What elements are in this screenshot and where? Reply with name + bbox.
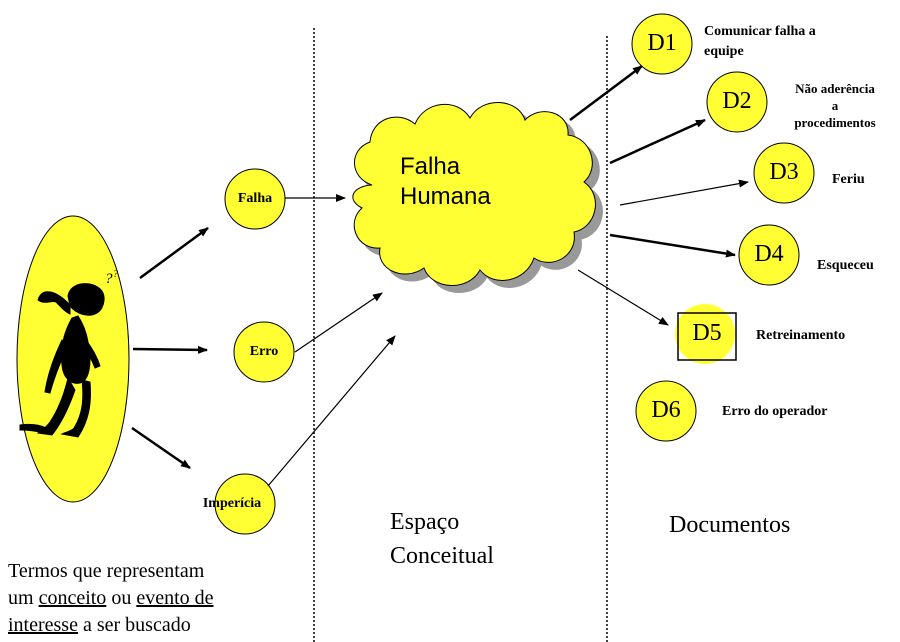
arrow-person-impericia [131,426,191,470]
doc-label-d1: Comunicar falha a equipe [704,22,816,62]
space-label: Espaço Conceitual [390,505,494,573]
cloud-label: Falha Humana [400,152,491,212]
term-label-falha: Falha [237,191,273,206]
doc-label-d1-line2: equipe [704,44,744,59]
doc-label-d5: Retreinamento [756,328,846,343]
arrow-cloud-d1 [569,65,643,121]
arrow-person-falha [139,226,209,280]
term-label-impericia: Imperícia [202,496,262,511]
doc-id-d2: D2 [722,88,752,114]
doc-label-d2-line1: Não aderência [795,81,875,96]
falha-humana-cloud [352,102,596,286]
term-circle-erro [233,321,295,383]
arrow-cloud-d5 [577,269,669,326]
doc-id-d6: D6 [651,397,681,423]
caption-line1: Termos que representam [8,560,205,582]
question-mark-icon: ? [105,271,113,287]
term-circle-impericia [214,473,276,535]
doc-label-d2: Não aderência a procedimentos [770,80,900,131]
term-circle-falha [224,168,286,230]
caption-line3: interesse a ser buscado [8,612,214,639]
doc-label-d2-line3: procedimentos [794,115,876,130]
cloud-label-line1: Falha [400,153,461,180]
thinking-person-icon [19,283,105,438]
doc-circle-d2 [706,71,768,133]
space-label-line1: Espaço [390,509,460,535]
arrow-erro-cloud [294,292,383,353]
doc-box-d5 [677,312,737,361]
caption-conceito: conceito [38,587,107,609]
caption-um: um [8,587,34,609]
documents-label: Documentos [669,512,791,538]
doc-id-d4: D4 [754,241,784,267]
caption-evento: evento de [136,587,214,609]
arrow-impericia-cloud [267,335,396,487]
term-label-erro: Erro [249,344,279,359]
caption-line2: um conceito ou evento de [8,585,214,612]
doc-id-d5: D5 [692,320,722,346]
caption: Termos que representam um conceito ou ev… [8,558,214,639]
doc-id-d3: D3 [769,159,799,185]
doc-circle-d5 [675,304,735,364]
doc-label-d1-line1: Comunicar falha a [704,24,816,39]
doc-label-d4: Esqueceu [817,258,874,273]
doc-circle-d6 [635,380,697,442]
caption-interesse: interesse [8,614,78,636]
question-mark-icon-small: ? [113,269,118,280]
arrow-cloud-d2 [609,118,706,165]
arrow-cloud-d3 [619,179,749,206]
arrow-cloud-d4 [609,233,736,258]
space-label-line2: Conceitual [390,543,494,569]
doc-id-d1: D1 [647,30,677,56]
doc-circle-d4 [738,224,800,286]
caption-ou: ou [111,587,132,609]
doc-label-d6: Erro do operador [722,404,828,419]
doc-label-d2-line2: a [831,98,839,113]
doc-circle-d1 [631,13,693,75]
caption-rest: a ser buscado [82,614,191,636]
cloud-label-line2: Humana [400,183,491,210]
doc-circle-d3 [753,142,815,204]
doc-label-d3: Feriu [832,172,865,187]
arrow-person-erro [132,345,208,354]
